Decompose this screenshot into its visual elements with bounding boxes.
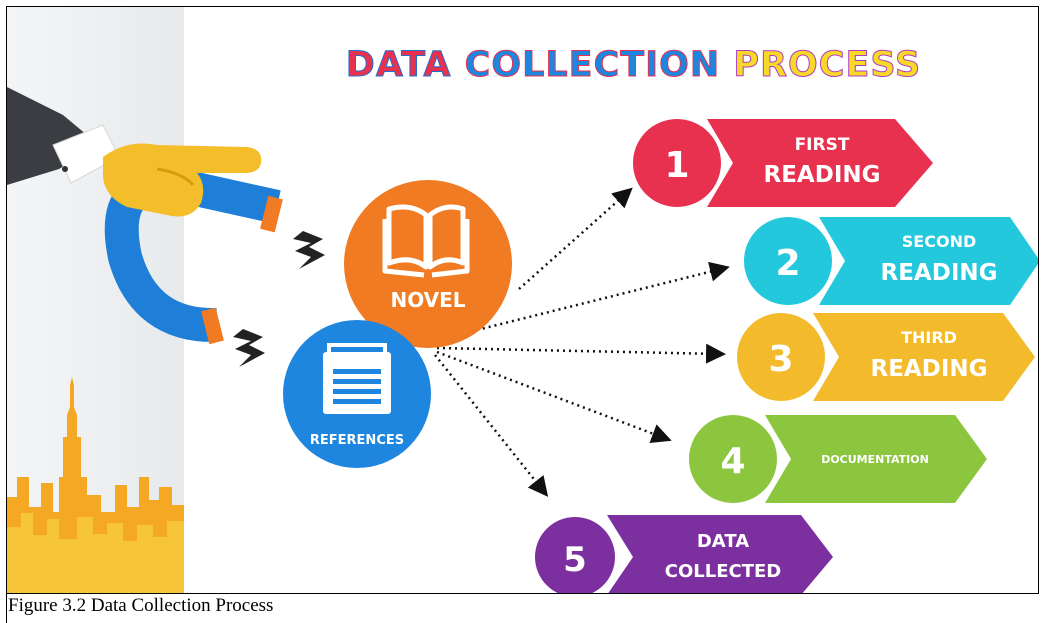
source-novel: NOVEL — [344, 180, 512, 348]
suit-sleeve — [7, 87, 99, 185]
step-label-line1: SECOND — [902, 232, 976, 251]
step-5: 5 DATA COLLECTED — [535, 515, 833, 593]
title-word-data: DATA — [345, 45, 452, 86]
step-number: 1 — [664, 145, 689, 186]
step-label-line1: THIRD — [901, 328, 957, 347]
step-3: 3 THIRD READING — [737, 313, 1035, 401]
source-references: REFERENCES — [283, 320, 431, 468]
open-book-icon — [382, 204, 470, 278]
arrow-to-step-1 — [518, 187, 633, 290]
arrow-to-step-3 — [436, 343, 726, 364]
hand-icon — [103, 143, 262, 217]
source-label-references: REFERENCES — [310, 433, 404, 448]
arrow-to-step-5 — [434, 354, 549, 497]
step-label-line2: READING — [881, 260, 998, 286]
step-number: 2 — [775, 243, 800, 284]
step-number: 4 — [720, 441, 745, 482]
step-label-line2: READING — [764, 162, 881, 188]
city-skyline-icon — [7, 377, 184, 593]
step-4: 4 DOCUMENTATION — [689, 415, 987, 503]
figure-caption: Figure 3.2 Data Collection Process — [8, 595, 274, 616]
step-label-line1: DATA — [697, 531, 749, 552]
process-diagram: NOVEL REFERENCES 1 FIRST — [7, 87, 1038, 593]
step-label-line1: DOCUMENTATION — [821, 453, 929, 466]
lightning-bolt-icon — [293, 231, 325, 269]
step-label-line2: READING — [871, 356, 988, 382]
step-2: 2 SECOND READING — [744, 217, 1038, 305]
caption-border — [6, 594, 7, 623]
title-word-collection: COLLECTION — [464, 45, 721, 86]
source-label-novel: NOVEL — [390, 288, 465, 312]
lightning-bolt-icon — [233, 329, 265, 367]
step-1: 1 FIRST READING — [633, 119, 933, 207]
title-word-process: PROCESS — [733, 45, 922, 86]
figure-frame: DATA COLLECTION PROCESS — [6, 6, 1039, 594]
notepad-icon — [323, 343, 391, 414]
step-label-line2: COLLECTED — [665, 561, 781, 582]
arrow-to-step-2 — [476, 261, 730, 332]
arrows — [434, 187, 730, 497]
step-number: 5 — [563, 540, 587, 580]
arrow-to-step-4 — [436, 350, 672, 444]
hand-magnet-illustration — [7, 87, 325, 367]
step-number: 3 — [768, 339, 793, 380]
page-title: DATA COLLECTION PROCESS — [117, 45, 1038, 86]
step-label-line1: FIRST — [795, 135, 850, 155]
